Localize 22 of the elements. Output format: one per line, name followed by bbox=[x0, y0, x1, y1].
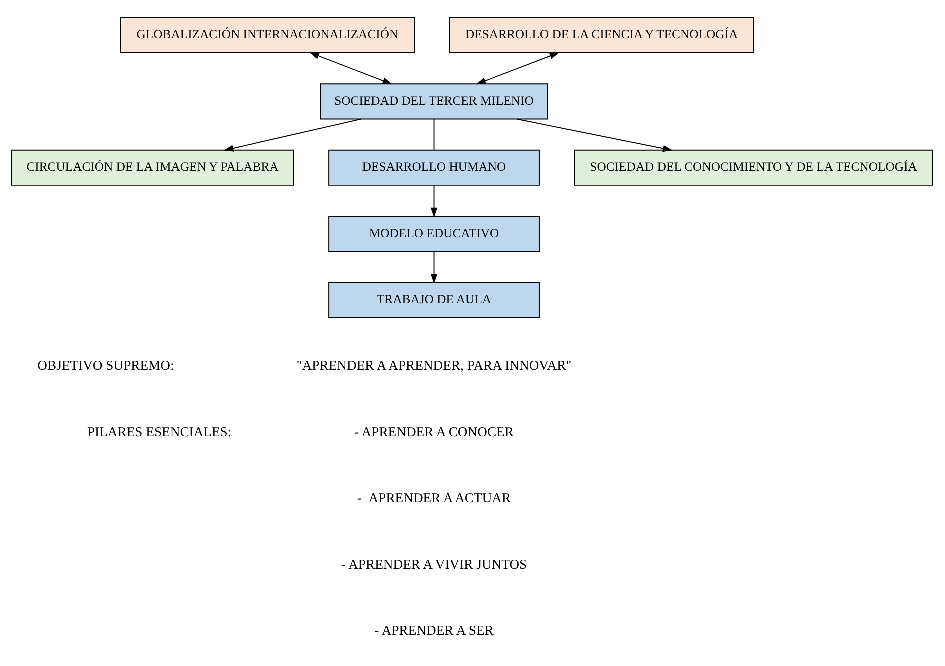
node-box: MODELO EDUCATIVO bbox=[328, 216, 540, 252]
label: - APRENDER A CONOCER bbox=[354, 424, 514, 439]
connector bbox=[434, 118, 435, 150]
label: - APRENDER A SER bbox=[374, 622, 494, 638]
arrow bbox=[430, 251, 438, 284]
node-box: GLOBALIZACIÓN INTERNACIONALIZACIÓN bbox=[120, 16, 416, 53]
label: PILARES ESENCIALES: bbox=[87, 424, 232, 439]
arrow bbox=[476, 52, 560, 84]
arrow bbox=[224, 118, 362, 152]
arrow bbox=[310, 52, 393, 84]
label: - APRENDER A ACTUAR bbox=[357, 490, 512, 506]
arrow bbox=[516, 118, 673, 152]
node-box: CIRCULACIÓN DE LA IMAGEN Y PALABRA bbox=[12, 149, 294, 186]
arrow bbox=[430, 184, 438, 218]
node-box: DESARROLLO HUMANO bbox=[328, 149, 540, 186]
label: "APRENDER A APRENDER, PARA INNOVAR" bbox=[296, 358, 572, 373]
node-box: SOCIEDAD DEL TERCER MILENIO bbox=[320, 83, 548, 120]
node-box: TRABAJO DE AULA bbox=[328, 282, 540, 318]
node-box: SOCIEDAD DEL CONOCIMIENTO Y DE LA TECNOLOGÍA bbox=[574, 149, 934, 186]
node-box: DESARROLLO DE LA CIENCIA Y TECNOLOGÍA bbox=[449, 16, 754, 53]
label: OBJETIVO SUPREMO: bbox=[38, 358, 174, 373]
label: - APRENDER A VIVIR JUNTOS bbox=[341, 556, 528, 572]
